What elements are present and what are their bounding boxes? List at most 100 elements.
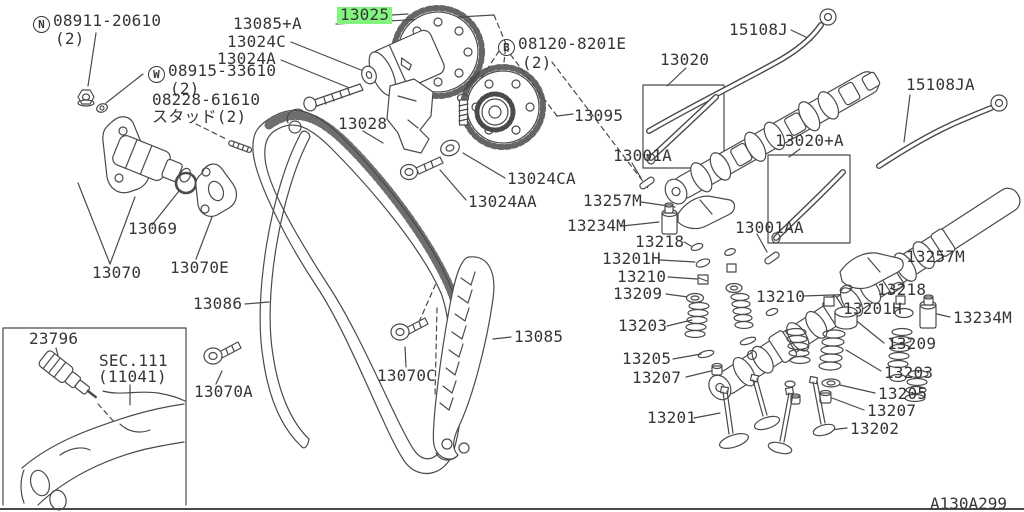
label-text: 13209 — [613, 284, 663, 303]
part-label-13234M-22[interactable]: 13234M — [567, 216, 626, 235]
part-label-13202-40[interactable]: 13202 — [850, 420, 899, 438]
label-text: 13203 — [618, 316, 668, 335]
part-label-13209-36[interactable]: 13209 — [887, 334, 937, 353]
part-label-13070A-49[interactable]: 13070A — [194, 383, 253, 401]
label-text: 13257M — [906, 247, 965, 266]
part-label-13070E-44[interactable]: 13070E — [170, 259, 229, 277]
part-label-13205-38[interactable]: 13205 — [878, 384, 928, 403]
part-label-13024C-3[interactable]: 13024C — [227, 32, 286, 51]
camshaft-13020-drawing — [664, 71, 881, 205]
part-label-13203-37[interactable]: 13203 — [884, 364, 933, 382]
part-label-13024AA-20[interactable]: 13024AA — [468, 192, 537, 211]
part-label-13257M-21[interactable]: 13257M — [583, 192, 642, 210]
label-text: (2) — [170, 79, 200, 98]
label-text: 13024C — [227, 32, 286, 51]
bolt-13024aa-drawing — [399, 156, 444, 181]
part-label-13001A-18[interactable]: 13001A — [613, 147, 672, 165]
label-text: 08915-33610 — [168, 61, 277, 80]
part-label-13207-29[interactable]: 13207 — [632, 368, 682, 387]
label-text: 15108J — [729, 20, 788, 39]
part-label-13085-51[interactable]: 13085 — [514, 327, 564, 346]
part-label-13210-31[interactable]: 13210 — [756, 287, 806, 306]
part-label-13069-42[interactable]: 13069 — [128, 219, 178, 238]
label-text: 13207 — [632, 368, 682, 387]
label-text: 13024A — [217, 49, 276, 68]
label-text: (11041) — [98, 367, 167, 386]
part-label-13020-13[interactable]: 13020 — [660, 51, 709, 69]
label-text: (2) — [55, 29, 85, 48]
pivot-13234m-left-drawing — [661, 202, 678, 235]
chain-guide-13085-drawing — [432, 256, 495, 461]
label-text: スタッド(2) — [152, 107, 247, 126]
label-text: 13069 — [128, 219, 178, 238]
oil-tube-13020-drawing — [646, 94, 719, 165]
part-label-13205-28[interactable]: 13205 — [622, 350, 671, 368]
part-label-13024A-4[interactable]: 13024A — [217, 49, 276, 68]
part-label-13020+A-15[interactable]: 13020+A — [775, 131, 844, 150]
part-label-0822861610-7[interactable]: 08228-61610 — [152, 90, 261, 109]
label-text: 13218 — [877, 280, 927, 299]
part-label-15108JA-14[interactable]: 15108JA — [906, 76, 975, 94]
label-text: 13085 — [514, 327, 564, 346]
part-label-13086-45[interactable]: 13086 — [193, 294, 243, 313]
washer-13024ca-drawing — [440, 139, 460, 157]
camshaft-13020a-drawing — [708, 187, 1021, 401]
label-text: 08911-20610 — [53, 11, 162, 30]
part-label-13218-23[interactable]: 13218 — [635, 232, 685, 251]
label-text: 13218 — [635, 232, 685, 251]
label-text: 13209 — [887, 334, 937, 353]
bracket-box-13020 — [642, 84, 725, 169]
note-2-11: (2) — [522, 53, 552, 72]
pivot-13234m-right-drawing — [919, 294, 937, 329]
note-2-6: (2) — [170, 79, 200, 98]
part-label-13070C-50[interactable]: 13070C — [377, 367, 436, 385]
chain-tensioner-drawing — [77, 89, 253, 194]
part-label-13095-16[interactable]: 13095 — [574, 106, 624, 125]
part-label-13207-39[interactable]: 13207 — [867, 402, 916, 420]
part-label-13085+A-2[interactable]: 13085+A — [233, 14, 302, 33]
label-text: 13205 — [878, 384, 928, 403]
part-label-23796-46[interactable]: 23796 — [29, 329, 79, 348]
label-text: 23796 — [29, 329, 79, 348]
label-text: 13086 — [193, 294, 243, 313]
label-text: 13024AA — [468, 192, 537, 211]
gasket-13070e-drawing — [195, 163, 238, 217]
part-label-13210-25[interactable]: 13210 — [617, 268, 666, 286]
label-text: 13070 — [92, 263, 142, 282]
label-text: 13234M — [567, 216, 626, 235]
part-label-13001AA-30[interactable]: 13001AA — [735, 219, 804, 237]
part-label-13070-43[interactable]: 13070 — [92, 263, 142, 282]
valves-drawing — [719, 373, 836, 455]
chain-guide-13086-drawing — [259, 108, 311, 449]
oil-tube-13020a-drawing — [771, 169, 846, 244]
label-text: 08228-61610 — [152, 90, 261, 109]
part-label-13201H-24[interactable]: 13201H — [602, 250, 661, 268]
part-label-13201H-34[interactable]: 13201H — [843, 300, 902, 318]
label-text: 08120-8201E — [518, 34, 627, 53]
part-label-13024CA-19[interactable]: 13024CA — [507, 170, 576, 188]
label-text: (2) — [522, 53, 552, 72]
part-label-13209-26[interactable]: 13209 — [613, 284, 663, 303]
cam-sprocket-drawing — [456, 64, 546, 150]
inset-sec111-drawing — [2, 327, 187, 511]
part-label-15108J-12[interactable]: 15108J — [729, 20, 788, 39]
part-label-13028-17[interactable]: 13028 — [338, 115, 387, 133]
pin-13001aa-drawing — [764, 251, 780, 265]
part-label-13257M-32[interactable]: 13257M — [906, 247, 965, 266]
part-label-13025-9[interactable]: 13025 — [337, 6, 393, 24]
oil-tube-15108j-drawing — [646, 8, 837, 134]
label-text: 13020+A — [775, 131, 844, 150]
label-text: 13085+A — [233, 14, 302, 33]
label-text: 13234M — [953, 308, 1012, 327]
label-text: 13210 — [756, 287, 806, 306]
label-text: 13095 — [574, 106, 624, 125]
part-label-13203-27[interactable]: 13203 — [618, 316, 668, 335]
bolt-13070c-drawing — [390, 317, 429, 341]
part-label-13218-33[interactable]: 13218 — [877, 280, 927, 299]
part-label-13234M-35[interactable]: 13234M — [953, 308, 1012, 327]
part-label-13201-41[interactable]: 13201 — [647, 409, 696, 427]
